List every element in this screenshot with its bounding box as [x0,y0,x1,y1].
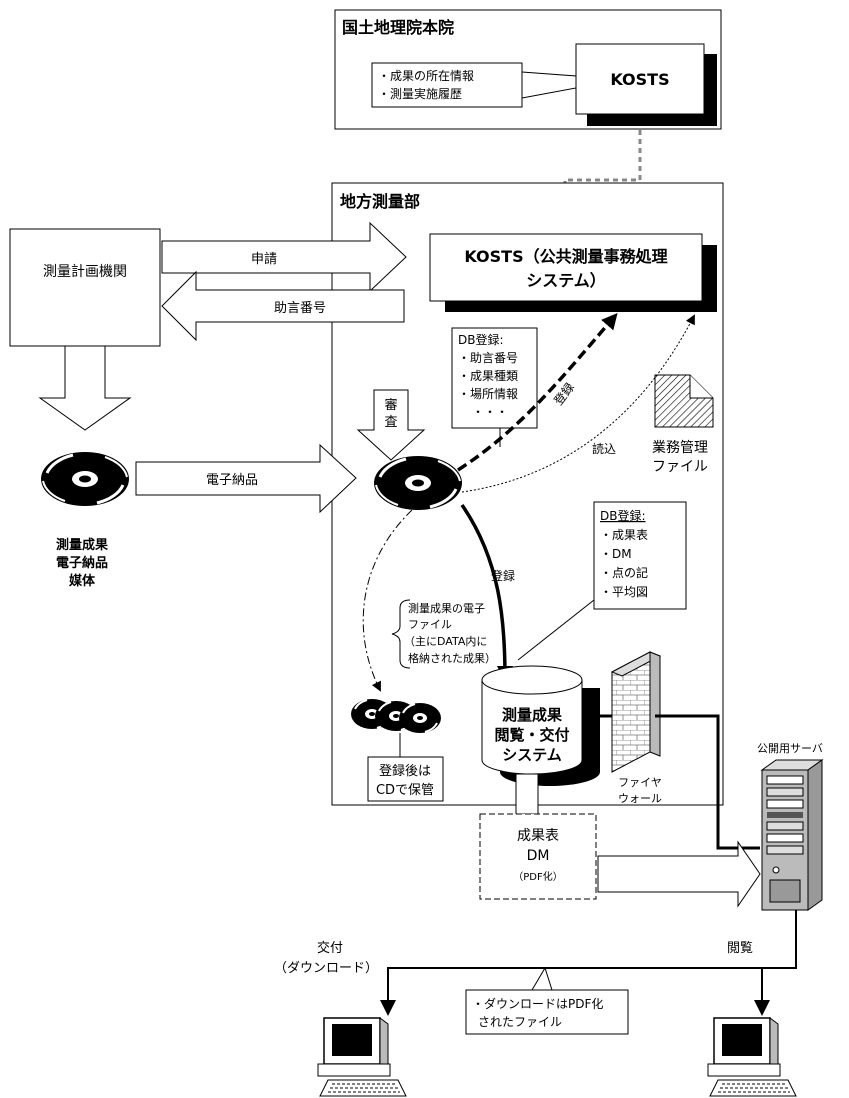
hq-kosts-box: KOSTS [575,43,717,126]
media-line-1: 測量成果 [56,537,108,553]
download-computer-icon [317,1017,407,1097]
result-system-cylinder: 測量成果 閲覧・交付 システム [481,665,600,786]
download-note-box: ・ダウンロードはPDF化 されたファイル [465,966,629,1035]
gyomu-line-1: 業務管理 [652,440,708,456]
hq-info-box: ・成果の所在情報 ・測量実施履歴 [371,62,577,108]
system-line-1: 測量成果 [502,706,563,724]
media-line-2: 電子納品 [56,555,108,571]
regional-title: 地方測量部 [340,192,420,211]
server-label: 公開用サーバ [757,742,823,755]
download-line-2: （ダウンロード） [274,961,378,976]
db2-line-1: DB登録: [600,508,646,523]
planner-down-arrow [38,345,132,431]
db-register-box-2: DB登録: ・成果表 ・DM ・点の記 ・平均図 [517,501,687,661]
advice-label: 助言番号 [274,301,326,316]
firewall-line-1: ファイヤ [618,776,662,789]
view-label: 閲覧 [727,940,753,956]
hq-box: 国土地理院本院 KOSTS ・成果の所在情報 ・測量実施履歴 [334,9,722,130]
pdf-line-2: DM [527,848,550,864]
note-line-2: されたファイル [478,1015,562,1029]
hq-kosts-label: KOSTS [610,70,669,89]
efile-line-4: 格納された成果） [408,651,496,665]
efile-line-2: ファイル [408,618,452,631]
register-arrow-solid [460,504,513,682]
advice-arrow: 助言番号 [161,270,405,342]
db1-line-2: ・助言番号 [458,351,518,365]
delivery-arrow: 電子納品 [135,443,357,514]
db1-line-1: DB登録: [458,332,504,347]
gyomu-file-icon [654,374,714,428]
storage-line-1: 登録後は [379,764,431,779]
planner-box: 測量計画機関 [9,228,161,347]
system-line-2: 閲覧・交付 [494,726,569,744]
efile-line-1: 測量成果の電子 [408,601,485,615]
bus-line [387,910,797,1008]
hq-title: 国土地理院本院 [342,18,454,37]
db-register-box-1: DB登録: ・助言番号 ・成果種類 ・場所情報 ・・・ [451,327,538,447]
storage-arrow-dashdot [362,509,413,692]
shinsa-arrow: 審 査 [356,389,426,461]
register-arrow-dashed [457,312,618,472]
db1-line-5: ・・・ [472,405,508,419]
db2-line-3: ・DM [600,547,632,561]
system-line-3: システム [502,746,562,764]
delivery-label: 電子納品 [206,473,258,488]
gyomu-line-2: ファイル [652,459,708,475]
hq-info-line-2: ・測量実施履歴 [378,86,462,101]
note-line-1: ・ダウンロードはPDF化 [472,996,603,1011]
register-label-2: 登録 [491,568,515,583]
stored-cd-icon-3 [398,702,442,734]
pdf-box: 成果表 DM （PDF化） [479,813,597,900]
planner-label: 測量計画機関 [43,264,127,280]
firewall-icon [610,651,662,773]
pdf-line-1: 成果表 [517,828,559,844]
db1-line-4: ・場所情報 [458,387,518,401]
db2-line-4: ・点の記 [600,565,648,580]
db1-line-3: ・成果種類 [458,369,518,383]
main-cd-icon [372,454,464,512]
apply-label: 申請 [251,252,277,267]
read-arrow-dotted [461,314,695,493]
hq-info-line-1: ・成果の所在情報 [378,69,474,83]
db2-line-5: ・平均図 [600,585,648,599]
firewall-line-2: ウォール [618,792,662,805]
db2-line-2: ・成果表 [600,528,648,542]
media-cd-icon [39,450,131,508]
pdf-to-server-arrow [597,840,761,908]
regional-kosts-box: KOSTS（公共測量事務処理 システム） [429,233,717,312]
regional-kosts-line-1: KOSTS（公共測量事務処理 [464,247,667,266]
efile-line-3: （主にDATA内に [404,634,487,648]
download-line-1: 交付 [317,940,343,956]
shinsa-line-2: 査 [384,415,397,430]
server-icon [760,759,824,911]
regional-kosts-line-2: システム） [526,271,606,290]
pdf-connector [515,773,539,815]
storage-note-box: 登録後は CDで保管 [367,756,444,802]
apply-arrow: 申請 [161,221,407,293]
storage-line-2: CDで保管 [376,783,434,798]
read-label: 読込 [592,441,616,456]
shinsa-line-1: 審 [384,398,397,413]
view-computer-icon [707,1017,797,1097]
media-line-3: 媒体 [69,573,96,589]
efile-bracket: 測量成果の電子 ファイル （主にDATA内に 格納された成果） [391,599,496,669]
pdf-line-3: （PDF化） [513,870,562,883]
